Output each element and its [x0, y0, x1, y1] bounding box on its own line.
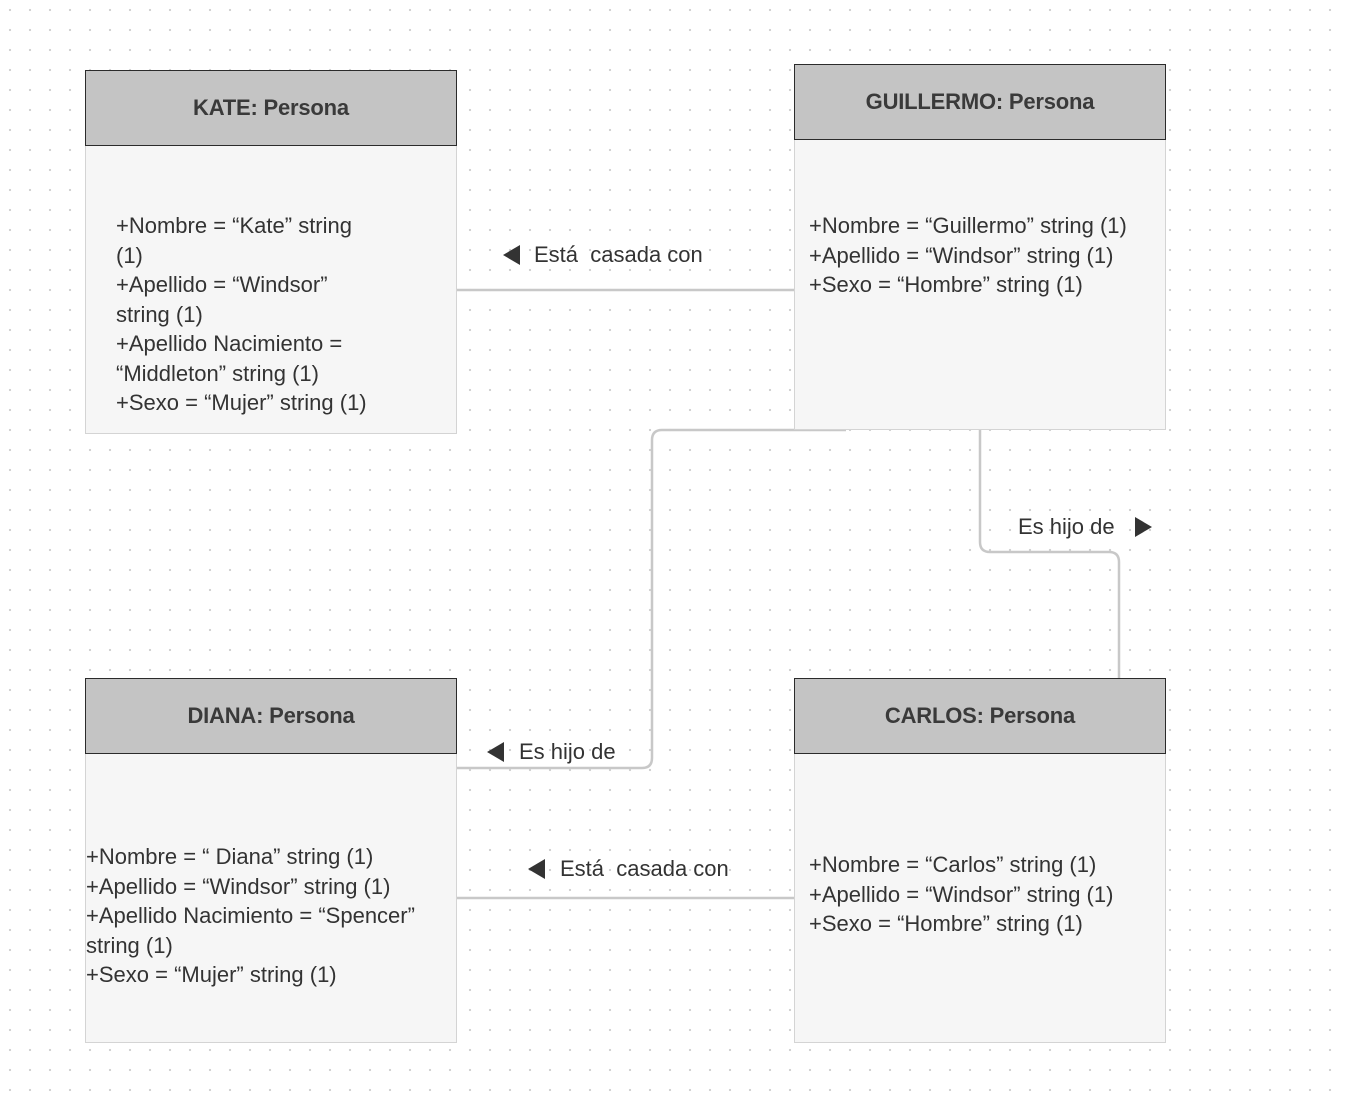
attribute: +Sexo = “Mujer” string (1) [116, 390, 367, 415]
attribute: +Apellido = “Windsor” [116, 272, 328, 297]
attribute: (1) [116, 242, 143, 268]
box-body-guillermo: +Nombre = “Guillermo” string (1) +Apelli… [794, 140, 1166, 430]
persona-box-diana[interactable]: DIANA: Persona +Nombre = “ Diana” string… [85, 678, 457, 1043]
persona-box-carlos[interactable]: CARLOS: Persona +Nombre = “Carlos” strin… [794, 678, 1166, 1043]
attribute-list-guillermo: +Nombre = “Guillermo” string (1) +Apelli… [809, 211, 1127, 300]
connector-guillermo-carlos [978, 430, 1121, 678]
attribute-list-kate: +Nombre = “Kate” string (1) +Apellido = … [116, 211, 367, 418]
attribute-list-diana: +Nombre = “ Diana” string (1) +Apellido … [86, 842, 415, 990]
attribute: +Sexo = “Mujer” string (1) [86, 962, 337, 987]
box-title-kate: KATE: Persona [85, 70, 457, 146]
connector-label-kate-guillermo: Está casada con [503, 240, 703, 270]
connector-guillermo-diana [457, 428, 846, 770]
connector-label-guillermo-diana: Es hijo de [487, 737, 616, 767]
box-title-carlos: CARLOS: Persona [794, 678, 1166, 754]
attribute: +Nombre = “Carlos” string (1) [809, 852, 1097, 877]
connector-text: Es hijo de [1018, 514, 1115, 539]
box-body-diana: +Nombre = “ Diana” string (1) +Apellido … [85, 754, 457, 1043]
attribute: “Middleton” string (1) [116, 360, 319, 386]
arrow-left-icon [528, 859, 545, 879]
box-title-guillermo: GUILLERMO: Persona [794, 64, 1166, 140]
arrow-right-icon [1134, 517, 1152, 537]
connector-text: Está casada con [534, 242, 703, 267]
arrow-left-icon [503, 245, 520, 265]
attribute: string (1) [86, 932, 173, 958]
persona-box-kate[interactable]: KATE: Persona +Nombre = “Kate” string (1… [85, 70, 457, 434]
attribute: +Nombre = “Guillermo” string (1) [809, 213, 1127, 238]
attribute: +Sexo = “Hombre” string (1) [809, 272, 1083, 297]
arrow-left-icon [487, 742, 504, 762]
attribute: +Apellido = “Windsor” string (1) [86, 873, 391, 899]
attribute: +Nombre = “ Diana” string (1) [86, 844, 374, 869]
attribute-list-carlos: +Nombre = “Carlos” string (1) +Apellido … [809, 850, 1113, 939]
box-title-diana: DIANA: Persona [85, 678, 457, 754]
box-body-carlos: +Nombre = “Carlos” string (1) +Apellido … [794, 754, 1166, 1043]
connector-label-diana-carlos: Está casada con [528, 854, 729, 884]
attribute: +Apellido Nacimiento = “Spencer” [86, 903, 415, 928]
attribute: +Apellido Nacimiento = [116, 331, 343, 356]
connector-text: Está casada con [560, 856, 729, 881]
attribute: +Apellido = “Windsor” string (1) [809, 242, 1114, 268]
attribute: +Nombre = “Kate” string [116, 213, 352, 238]
connector-text: Es hijo de [519, 739, 616, 764]
box-body-kate: +Nombre = “Kate” string (1) +Apellido = … [85, 146, 457, 434]
attribute: +Sexo = “Hombre” string (1) [809, 911, 1083, 936]
attribute: string (1) [116, 301, 203, 327]
attribute: +Apellido = “Windsor” string (1) [809, 881, 1114, 907]
persona-box-guillermo[interactable]: GUILLERMO: Persona +Nombre = “Guillermo”… [794, 64, 1166, 430]
connector-label-guillermo-carlos: Es hijo de [1018, 512, 1152, 542]
